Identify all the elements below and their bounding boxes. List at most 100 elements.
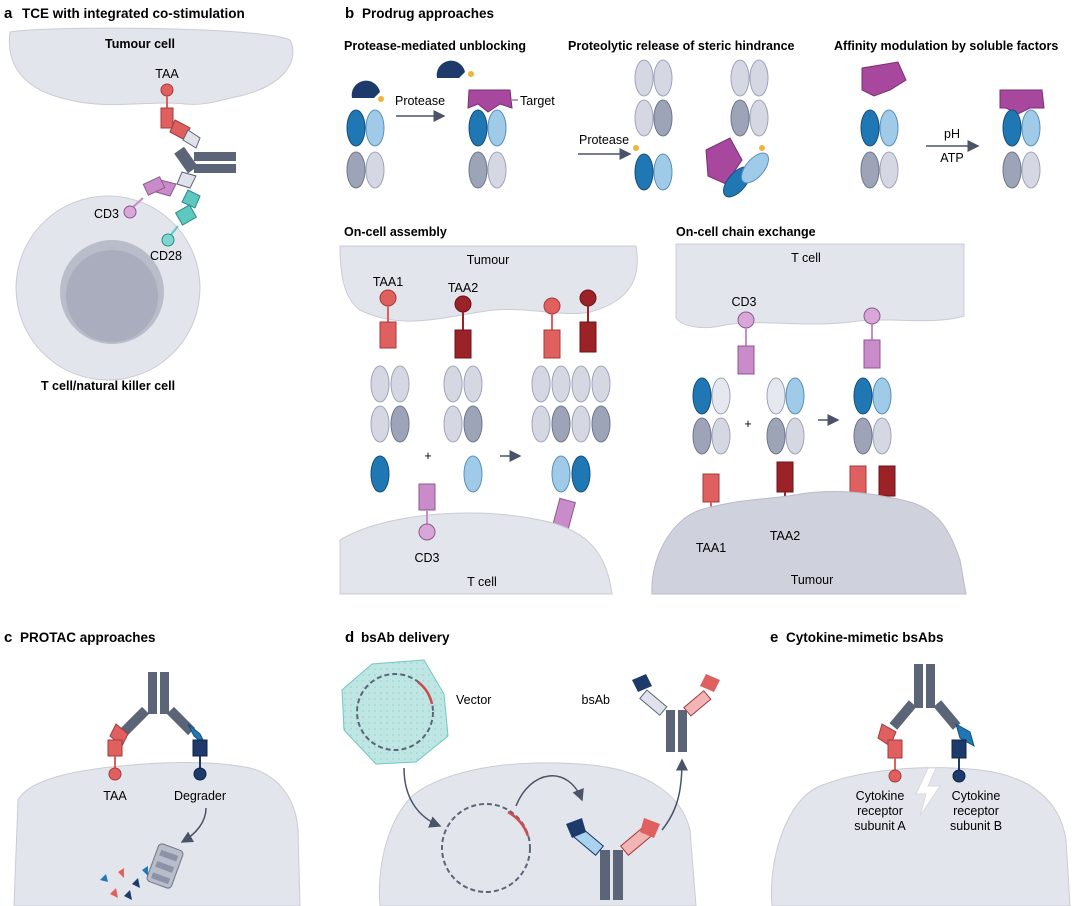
cd28-receptor-domain xyxy=(174,204,198,226)
assembly-taa2-label: TAA2 xyxy=(448,281,478,295)
panel-b-title: Prodrug approaches xyxy=(362,6,494,21)
taa-binding-domain xyxy=(160,107,174,129)
panel-c-title: PROTAC approaches xyxy=(20,630,156,645)
protac-degrader xyxy=(192,739,208,781)
exchange-tcell-label: T cell xyxy=(791,251,821,265)
sterically-hindered-antibody xyxy=(633,59,673,191)
panel-d-title: bsAb delivery xyxy=(361,630,450,645)
panel-b: b Prodrug approaches Protease-mediated u… xyxy=(339,5,1058,595)
exchange-tumour-shape xyxy=(651,491,967,595)
exchange-cd3-label: CD3 xyxy=(731,295,756,309)
vector-dna-loop xyxy=(356,673,434,751)
tumour-cell-shape xyxy=(8,27,294,106)
assembly-tumour-shape xyxy=(339,245,638,322)
exchange-taa1-label: TAA1 xyxy=(696,541,726,555)
affinity-title: Affinity modulation by soluble factors xyxy=(834,39,1058,53)
signal-lightning-icon xyxy=(915,767,941,817)
secretion-arrow xyxy=(661,758,688,831)
cleaved-blocker xyxy=(436,60,474,78)
assembly-half-antibody-2 xyxy=(443,295,483,493)
protac-taa-receptor xyxy=(107,739,123,781)
vector-label: Vector xyxy=(456,693,491,707)
receptor-a-line-2: receptor xyxy=(857,804,903,818)
panel-c: c PROTAC approaches TAA Degrader xyxy=(4,629,301,906)
protac-bsab xyxy=(109,672,207,747)
steric-title: Proteolytic release of steric hindrance xyxy=(568,39,795,53)
receptor-subunit-b xyxy=(951,739,967,783)
panel-a: a TCE with integrated co-stimulation Tum… xyxy=(4,5,294,393)
unblocking-protease-label: Protease xyxy=(395,94,445,108)
panel-e-letter: e xyxy=(770,629,778,646)
taa-receptor-head xyxy=(160,83,174,97)
protac-arrow xyxy=(180,807,207,843)
ph-label: pH xyxy=(944,127,960,141)
cd28-receptor-head xyxy=(161,233,175,247)
panel-d-letter: d xyxy=(345,629,354,646)
cd3-receptor-stalk xyxy=(131,197,144,209)
degraded-fragments xyxy=(100,866,148,900)
receptor-subunit-a xyxy=(887,739,903,783)
atp-label: ATP xyxy=(940,151,963,165)
assembly-tcell-label: T cell xyxy=(467,575,497,589)
bsab-label: bsAb xyxy=(582,693,611,707)
delivery-arrow-2 xyxy=(515,775,584,807)
secreted-bsab xyxy=(632,674,720,752)
tumour-cell-label: Tumour cell xyxy=(105,37,175,51)
exchange-taa2-label: TAA2 xyxy=(770,529,800,543)
panel-e-title: Cytokine-mimetic bsAbs xyxy=(786,630,944,645)
panel-c-letter: c xyxy=(4,629,12,646)
cd3-receptor-domain xyxy=(142,176,166,196)
protac-taa-label: TAA xyxy=(103,789,127,803)
delivered-transgene xyxy=(507,810,530,837)
soluble-factor-blocked-antibody xyxy=(860,61,907,189)
panel-d: d bsAb delivery Vector bsAb xyxy=(341,629,720,906)
exchange-half-antibody-2 xyxy=(766,377,805,525)
cd28-label: CD28 xyxy=(150,249,182,263)
proteasome-icon xyxy=(146,843,184,889)
taa-label: TAA xyxy=(155,67,179,81)
assembly-half-antibody-1 xyxy=(370,289,410,493)
assembly-plus: + xyxy=(424,449,431,463)
assembly-cd3-label: CD3 xyxy=(414,551,439,565)
receptor-b-line-3: subunit B xyxy=(950,819,1002,833)
exchange-plus: + xyxy=(744,417,751,431)
exchange-tumour-label: Tumour xyxy=(791,573,834,587)
protac-cell-shape xyxy=(13,762,301,906)
vector-transgene xyxy=(417,681,434,705)
panel-a-letter: a xyxy=(4,5,13,22)
protac-degrader-label: Degrader xyxy=(174,789,226,803)
receptor-a-line-3: subunit A xyxy=(854,819,906,833)
exchange-title: On-cell chain exchange xyxy=(676,225,816,239)
unblocking-title: Protease-mediated unblocking xyxy=(344,39,526,53)
panel-e: e Cytokine-mimetic bsAbs Cytokine recept… xyxy=(770,629,1071,906)
receptor-a-line-1: Cytokine xyxy=(856,789,905,803)
cytokine-mimetic-bsab xyxy=(877,664,975,748)
receptor-b-line-1: Cytokine xyxy=(952,789,1001,803)
assembly-taa1-label: TAA1 xyxy=(373,275,403,289)
cd3-label: CD3 xyxy=(94,207,119,221)
target-label: Target xyxy=(520,94,555,108)
assembly-tumour-label: Tumour xyxy=(467,253,510,267)
cd3-receptor-head xyxy=(123,205,137,219)
blocked-antibody xyxy=(346,80,385,189)
assembly-cd3-receptor xyxy=(418,483,436,541)
receptor-b-line-2: receptor xyxy=(953,804,999,818)
affinity-bound-antibody xyxy=(999,89,1045,189)
delivery-arrow-1 xyxy=(403,767,442,828)
panel-b-letter: b xyxy=(345,5,354,22)
released-antibody xyxy=(705,59,769,198)
assembled-antibody xyxy=(531,289,611,559)
steric-protease-label: Protease xyxy=(579,133,629,147)
t-cell-nucleus-inner xyxy=(66,250,158,342)
assembly-title: On-cell assembly xyxy=(344,225,447,239)
cd28-receptor-stalk xyxy=(169,225,179,237)
expressed-bsab xyxy=(566,818,660,900)
panel-a-title: TCE with integrated co-stimulation xyxy=(22,6,245,21)
assembly-tcell-shape xyxy=(339,512,613,595)
exchange-tcell-shape xyxy=(675,243,965,329)
cytokine-cell-shape xyxy=(770,767,1071,906)
tcell-label: T cell/natural killer cell xyxy=(41,379,175,393)
unblocked-antibody xyxy=(467,89,513,189)
trispecific-antibody xyxy=(155,119,236,209)
